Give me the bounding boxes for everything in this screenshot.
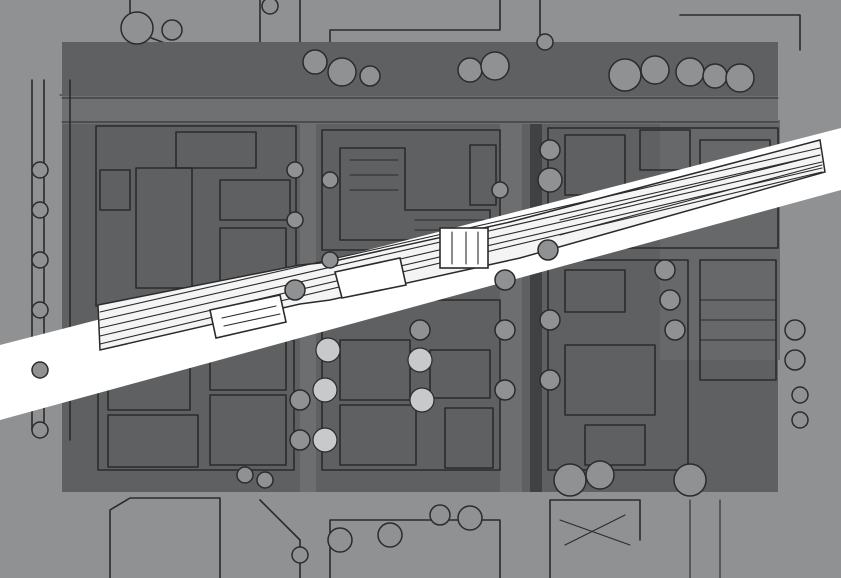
tree (675, 57, 705, 87)
tree (654, 259, 676, 281)
tree (664, 319, 686, 341)
building-l-shaped (339, 147, 491, 241)
tree (659, 289, 681, 311)
tree (494, 269, 516, 291)
tree (312, 377, 338, 403)
tree (31, 421, 49, 439)
building-sc-2 (339, 404, 417, 466)
tree (31, 301, 49, 319)
tree (31, 251, 49, 269)
tree (31, 361, 49, 379)
building-nw-2 (135, 167, 193, 289)
tree (291, 546, 309, 564)
building-sc-3 (429, 349, 491, 399)
building-sw-3 (209, 394, 287, 466)
street-central (500, 124, 522, 492)
tree (327, 527, 353, 553)
tree (585, 460, 615, 490)
tree (286, 161, 304, 179)
tree (429, 504, 451, 526)
tree (315, 337, 341, 363)
tree (261, 0, 279, 15)
tree (494, 379, 516, 401)
tree (321, 251, 339, 269)
tree (491, 181, 509, 199)
tree (289, 429, 311, 451)
tree (457, 57, 483, 83)
tree (702, 63, 728, 89)
tree (791, 411, 809, 429)
station-platform-central (334, 257, 407, 299)
tree (480, 51, 510, 81)
tree (359, 65, 381, 87)
building-se-2 (564, 344, 656, 416)
building-nw-1 (175, 131, 257, 169)
building-nc-2 (469, 144, 497, 206)
tree (31, 161, 49, 179)
tree (302, 49, 328, 75)
tree (725, 63, 755, 93)
building-se-3 (584, 424, 646, 466)
tree (494, 319, 516, 341)
tree (537, 239, 559, 261)
tree (673, 463, 707, 497)
tree (289, 389, 311, 411)
tree (256, 471, 274, 489)
station-canopy (439, 227, 489, 269)
tree (791, 386, 809, 404)
tree (312, 427, 338, 453)
tree (321, 171, 339, 189)
tree (286, 211, 304, 229)
tree (161, 19, 183, 41)
tree (377, 522, 403, 548)
tree (236, 466, 254, 484)
building-nw-5 (99, 169, 131, 211)
building-sc-1 (339, 339, 411, 401)
tree (784, 349, 806, 371)
building-sc-4 (444, 407, 494, 469)
tree (120, 11, 154, 45)
building-sw-4 (107, 414, 199, 468)
tree (640, 55, 670, 85)
building-ne-2 (639, 129, 691, 171)
tree (553, 463, 587, 497)
tree (284, 279, 306, 301)
tree (608, 58, 642, 92)
tree (457, 505, 483, 531)
tree (409, 319, 431, 341)
tree (536, 33, 554, 51)
tree (327, 57, 357, 87)
street-trees (31, 0, 809, 564)
tree (537, 167, 563, 193)
tree (31, 201, 49, 219)
tree (539, 369, 561, 391)
building-nw-3 (219, 179, 291, 221)
tree (409, 387, 435, 413)
upper-street (62, 96, 778, 124)
elevated-rail-corridor (97, 139, 826, 351)
station-platform-west (209, 294, 287, 339)
tree (539, 309, 561, 331)
bottom-fringe-sketch (109, 497, 721, 578)
building-se-1 (564, 269, 626, 313)
block-southeast (547, 259, 689, 471)
tree (407, 347, 433, 373)
tree (539, 139, 561, 161)
tree (784, 319, 806, 341)
